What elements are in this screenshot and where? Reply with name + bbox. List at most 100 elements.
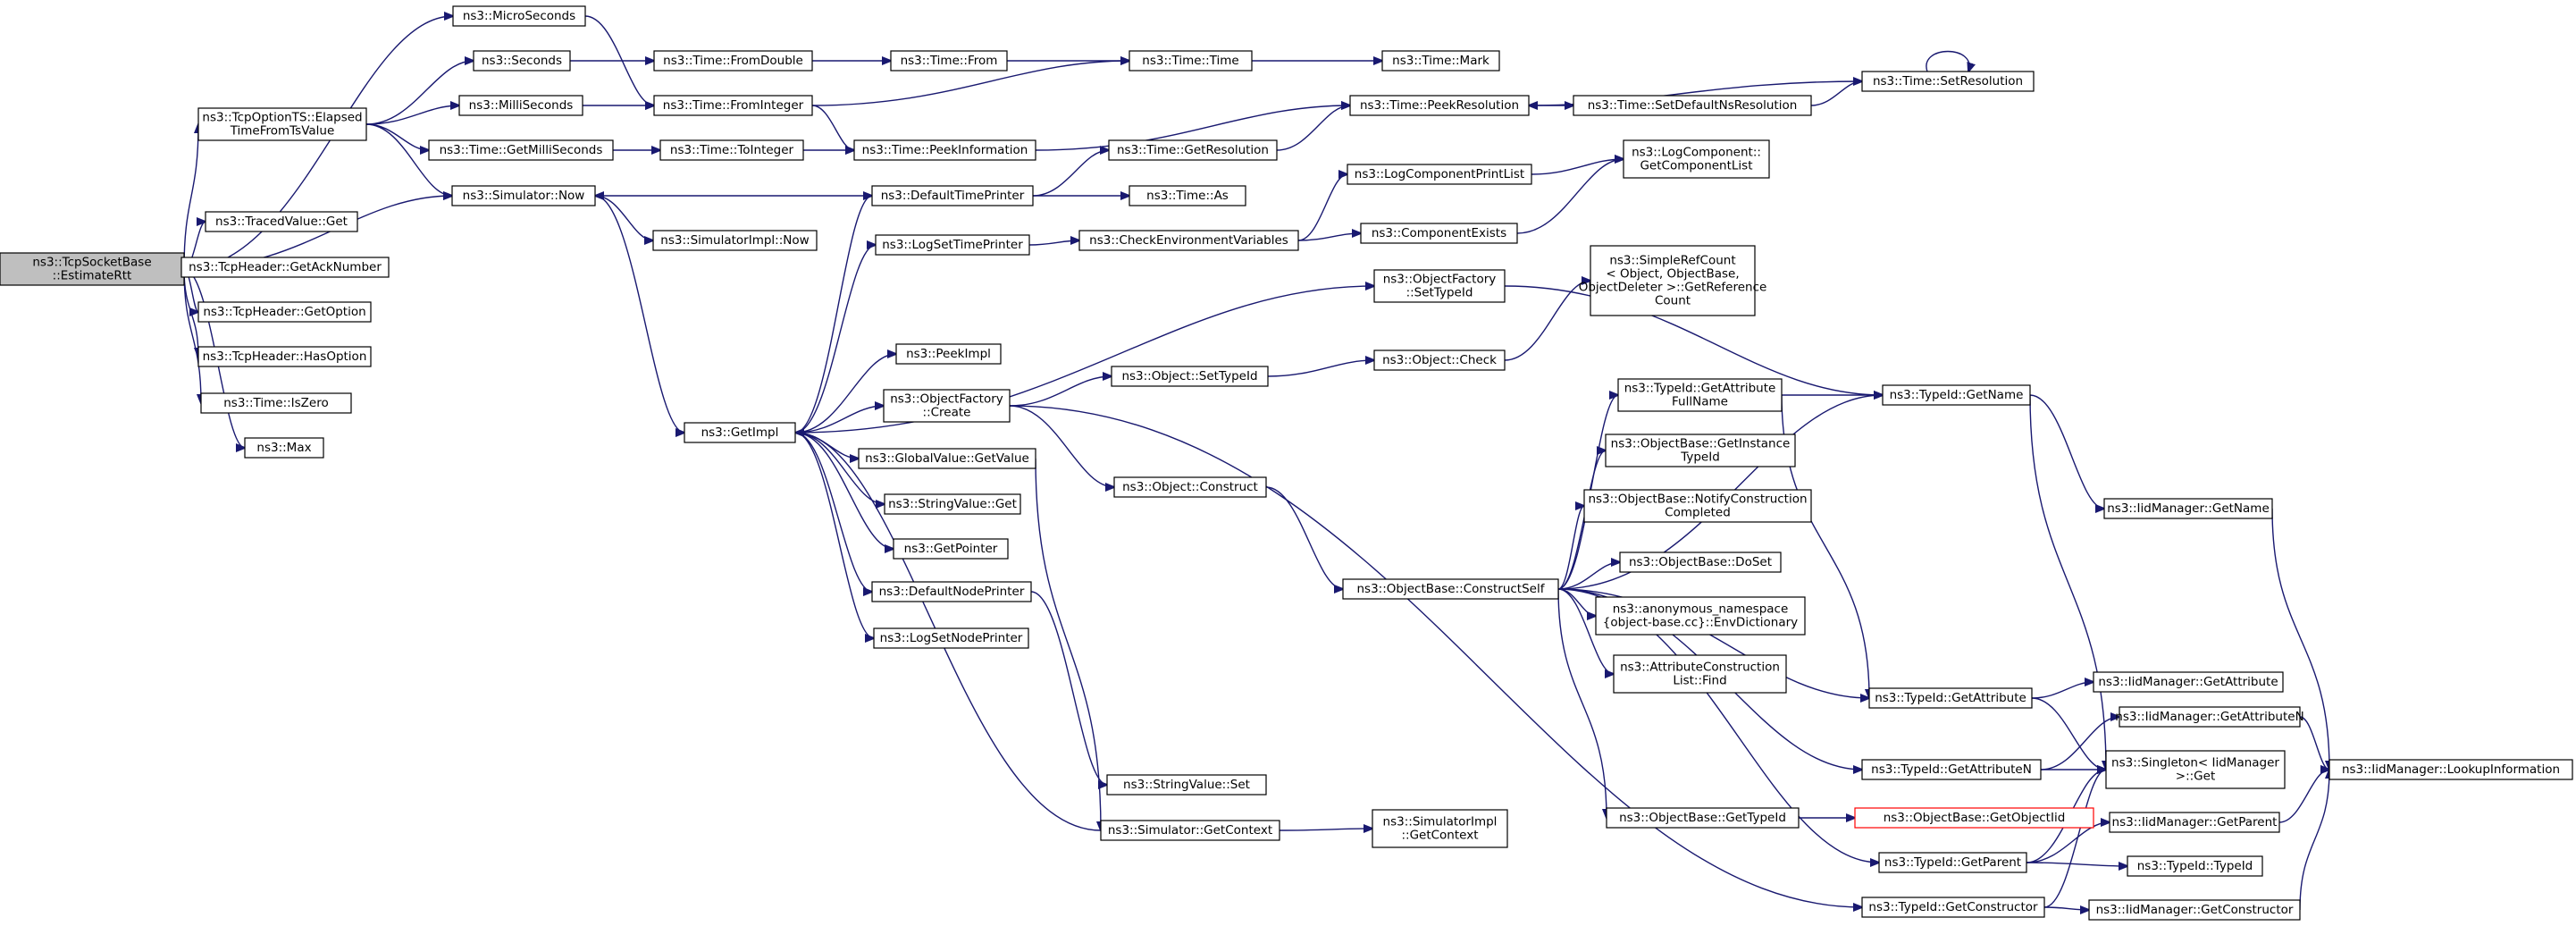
node-from[interactable]: ns3::Time::From [890,50,1008,72]
node-now[interactable]: ns3::Simulator::Now [451,185,596,206]
node-iidgetname[interactable]: ns3::IidManager::GetName [2103,498,2273,519]
node-box [452,5,586,27]
node-label: ns3::GetImpl [701,425,779,440]
node-peekres[interactable]: ns3::Time::PeekResolution [1349,95,1530,116]
node-tidgetctor[interactable]: ns3::TypeId::GetConstructor [1861,897,2045,918]
node-label: ns3::IidManager::GetParent [2112,815,2278,829]
node-label: ns3::Time::FromDouble [663,54,803,68]
node-getres[interactable]: ns3::Time::GetResolution [1108,139,1278,161]
node-timetime[interactable]: ns3::Time::Time [1129,50,1253,72]
node-label: ns3::TypeId::GetAttributeN [1871,762,2032,777]
node-iidgetattr[interactable]: ns3::IidManager::GetAttribute [2093,671,2284,693]
node-tidgetparent[interactable]: ns3::TypeId::GetParent [1878,852,2027,873]
node-label: ns3::Time::PeekResolution [1360,98,1519,113]
node-getopt[interactable]: ns3::TcpHeader::GetOption [197,301,372,323]
node-box [1381,50,1500,72]
node-root[interactable]: ns3::TcpSocketBase::EstimateRtt [0,252,185,286]
node-micro[interactable]: ns3::MicroSeconds [452,5,586,27]
node-fromdouble[interactable]: ns3::Time::FromDouble [653,50,813,72]
node-milli[interactable]: ns3::MilliSeconds [458,95,583,116]
node-simctx[interactable]: ns3::Simulator::GetContext [1100,820,1280,841]
node-getack[interactable]: ns3::TcpHeader::GetAckNumber [180,257,390,278]
node-mark[interactable]: ns3::Time::Mark [1381,50,1500,72]
node-tracedget[interactable]: ns3::TracedValue::Get [205,211,358,232]
node-logtp[interactable]: ns3::LogSetTimePrinter [875,234,1030,256]
node-refcount[interactable]: ns3::SimpleRefCount< Object, ObjectBase,… [1579,245,1767,316]
node-tidtid[interactable]: ns3::TypeId::TypeId [2127,855,2263,877]
node-notify[interactable]: ns3::ObjectBase::NotifyConstructionCompl… [1583,489,1812,523]
node-box [893,538,1009,560]
node-obgettid[interactable]: ns3::ObjectBase::GetTypeId [1606,807,1800,829]
node-dtp[interactable]: ns3::DefaultTimePrinter [871,185,1034,206]
node-iidgetattrn[interactable]: ns3::IidManager::GetAttributeN [2115,706,2304,728]
node-lookup[interactable]: ns3::IidManager::LookupInformation [2328,759,2573,780]
node-implnow[interactable]: ns3::SimulatorImpl::Now [652,230,818,251]
node-getimpl[interactable]: ns3::GetImpl [684,422,796,443]
node-label: ns3::Simulator::GetContext [1108,823,1272,838]
node-box [1595,596,1806,636]
node-doset[interactable]: ns3::ObjectBase::DoSet [1619,551,1782,573]
node-construct[interactable]: ns3::ObjectBase::ConstructSelf [1342,578,1559,600]
node-setdefres[interactable]: ns3::Time::SetDefaultNsResolution [1573,95,1812,116]
node-logprint[interactable]: ns3::LogComponentPrintList [1347,164,1532,185]
node-ofsettid[interactable]: ns3::ObjectFactory::SetTypeId [1373,269,1506,303]
node-label: ns3::ObjectBase::GetTypeId [1619,811,1786,825]
node-box [1342,578,1559,600]
node-envdict[interactable]: ns3::anonymous_namespace{object-base.cc}… [1595,596,1806,636]
edge-getimpl-to-getptr [794,432,894,549]
node-label: >::Get [2176,770,2215,784]
node-getobjiid[interactable]: ns3::ObjectBase::GetObjectIid [1854,807,2094,829]
node-label: ns3::Time::From [901,54,998,68]
node-getptr[interactable]: ns3::GetPointer [893,538,1009,560]
node-svset[interactable]: ns3::StringValue::Set [1106,774,1267,796]
node-tidgetname[interactable]: ns3::TypeId::GetName [1882,384,2031,406]
node-peekimpl[interactable]: ns3::PeekImpl [895,343,1002,365]
node-getms[interactable]: ns3::Time::GetMilliSeconds [428,139,614,161]
node-dnp[interactable]: ns3::DefaultNodePrinter [871,581,1032,602]
edge-ofcreate-to-objsettid [1009,376,1112,407]
node-objconstruct[interactable]: ns3::Object::Construct [1113,476,1267,498]
node-box [883,389,1011,423]
node-fromint[interactable]: ns3::Time::FromInteger [653,95,813,116]
node-tidgetattr[interactable]: ns3::TypeId::GetAttribute [1868,687,2033,709]
edge-peekinfo-to-peekres [1035,105,1350,151]
node-label: Count [1655,294,1691,308]
node-checkenv[interactable]: ns3::CheckEnvironmentVariables [1078,230,1299,251]
node-svget[interactable]: ns3::StringValue::Get [884,493,1021,515]
node-iszero[interactable]: ns3::Time::IsZero [200,392,352,414]
node-singleton[interactable]: ns3::Singleton< IidManager>::Get [2105,750,2286,789]
node-label: ns3::SimpleRefCount [1609,254,1735,268]
node-compexists[interactable]: ns3::ComponentExists [1360,223,1518,244]
node-iidgetctor[interactable]: ns3::IidManager::GetConstructor [2088,899,2301,921]
node-label: GetComponentList [1640,159,1752,173]
node-logcomp[interactable]: ns3::LogComponent::GetComponentList [1623,139,1770,179]
node-tidgetattrn[interactable]: ns3::TypeId::GetAttributeN [1861,759,2042,780]
node-gvget[interactable]: ns3::GlobalValue::GetValue [858,448,1036,469]
node-hasopt[interactable]: ns3::TcpHeader::HasOption [197,346,372,367]
node-timeas[interactable]: ns3::Time::As [1129,185,1246,206]
node-objcheck[interactable]: ns3::Object::Check [1373,349,1506,371]
node-label: ns3::Time::IsZero [223,396,329,410]
node-box [200,392,352,414]
node-implctx[interactable]: ns3::SimulatorImpl::GetContext [1372,809,1508,848]
node-max[interactable]: ns3::Max [244,437,324,459]
node-objsettid[interactable]: ns3::Object::SetTypeId [1111,366,1269,387]
node-box [884,493,1021,515]
node-box [652,230,818,251]
node-toint[interactable]: ns3::Time::ToInteger [659,139,804,161]
node-box [1373,269,1506,303]
node-iidgetparent[interactable]: ns3::IidManager::GetParent [2109,812,2280,833]
edge-tidgetparent-to-iidgetparent [2026,822,2110,863]
node-label: ns3::IidManager::GetName [2107,501,2270,516]
node-ofcreate[interactable]: ns3::ObjectFactory::Create [883,389,1011,423]
node-setres[interactable]: ns3::Time::SetResolution [1861,71,2035,92]
node-box [858,448,1036,469]
node-peekinfo[interactable]: ns3::Time::PeekInformation [853,139,1036,161]
edge-tidgetname-to-singleton [2029,394,2106,770]
node-seconds[interactable]: ns3::Seconds [473,50,571,72]
node-lnp[interactable]: ns3::LogSetNodePrinter [873,627,1029,649]
